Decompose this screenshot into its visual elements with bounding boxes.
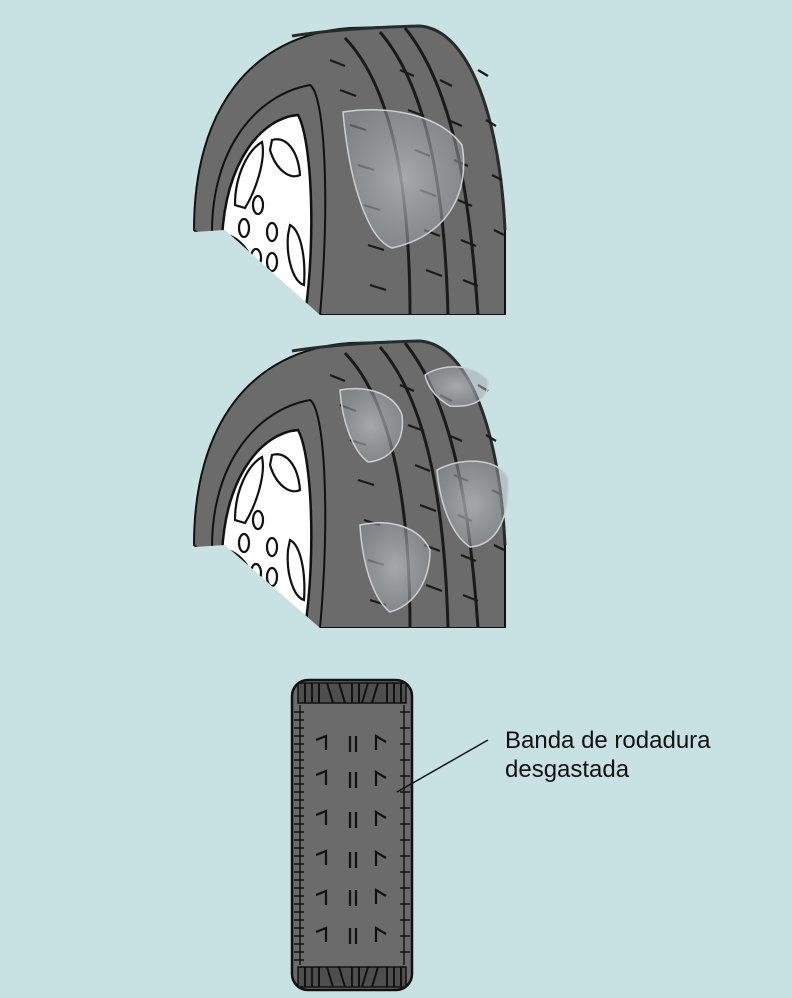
edge-ribs (299, 705, 405, 965)
wear-patch (342, 109, 465, 249)
wear-patch (339, 388, 404, 463)
callout-label-line1: Banda de rodadura (505, 727, 711, 754)
tire-center-wear (192, 24, 507, 315)
wear-patch (359, 522, 431, 613)
wear-patch (424, 366, 489, 407)
wear-patch (436, 460, 509, 548)
callout-line (396, 739, 489, 793)
callout-label: Banda de rodadura desgastada (505, 726, 711, 784)
worn-tread-marks (315, 734, 387, 944)
tire-cupping-wear (192, 339, 509, 628)
tread-strip (290, 678, 489, 992)
callout-label-line2: desgastada (505, 756, 630, 783)
